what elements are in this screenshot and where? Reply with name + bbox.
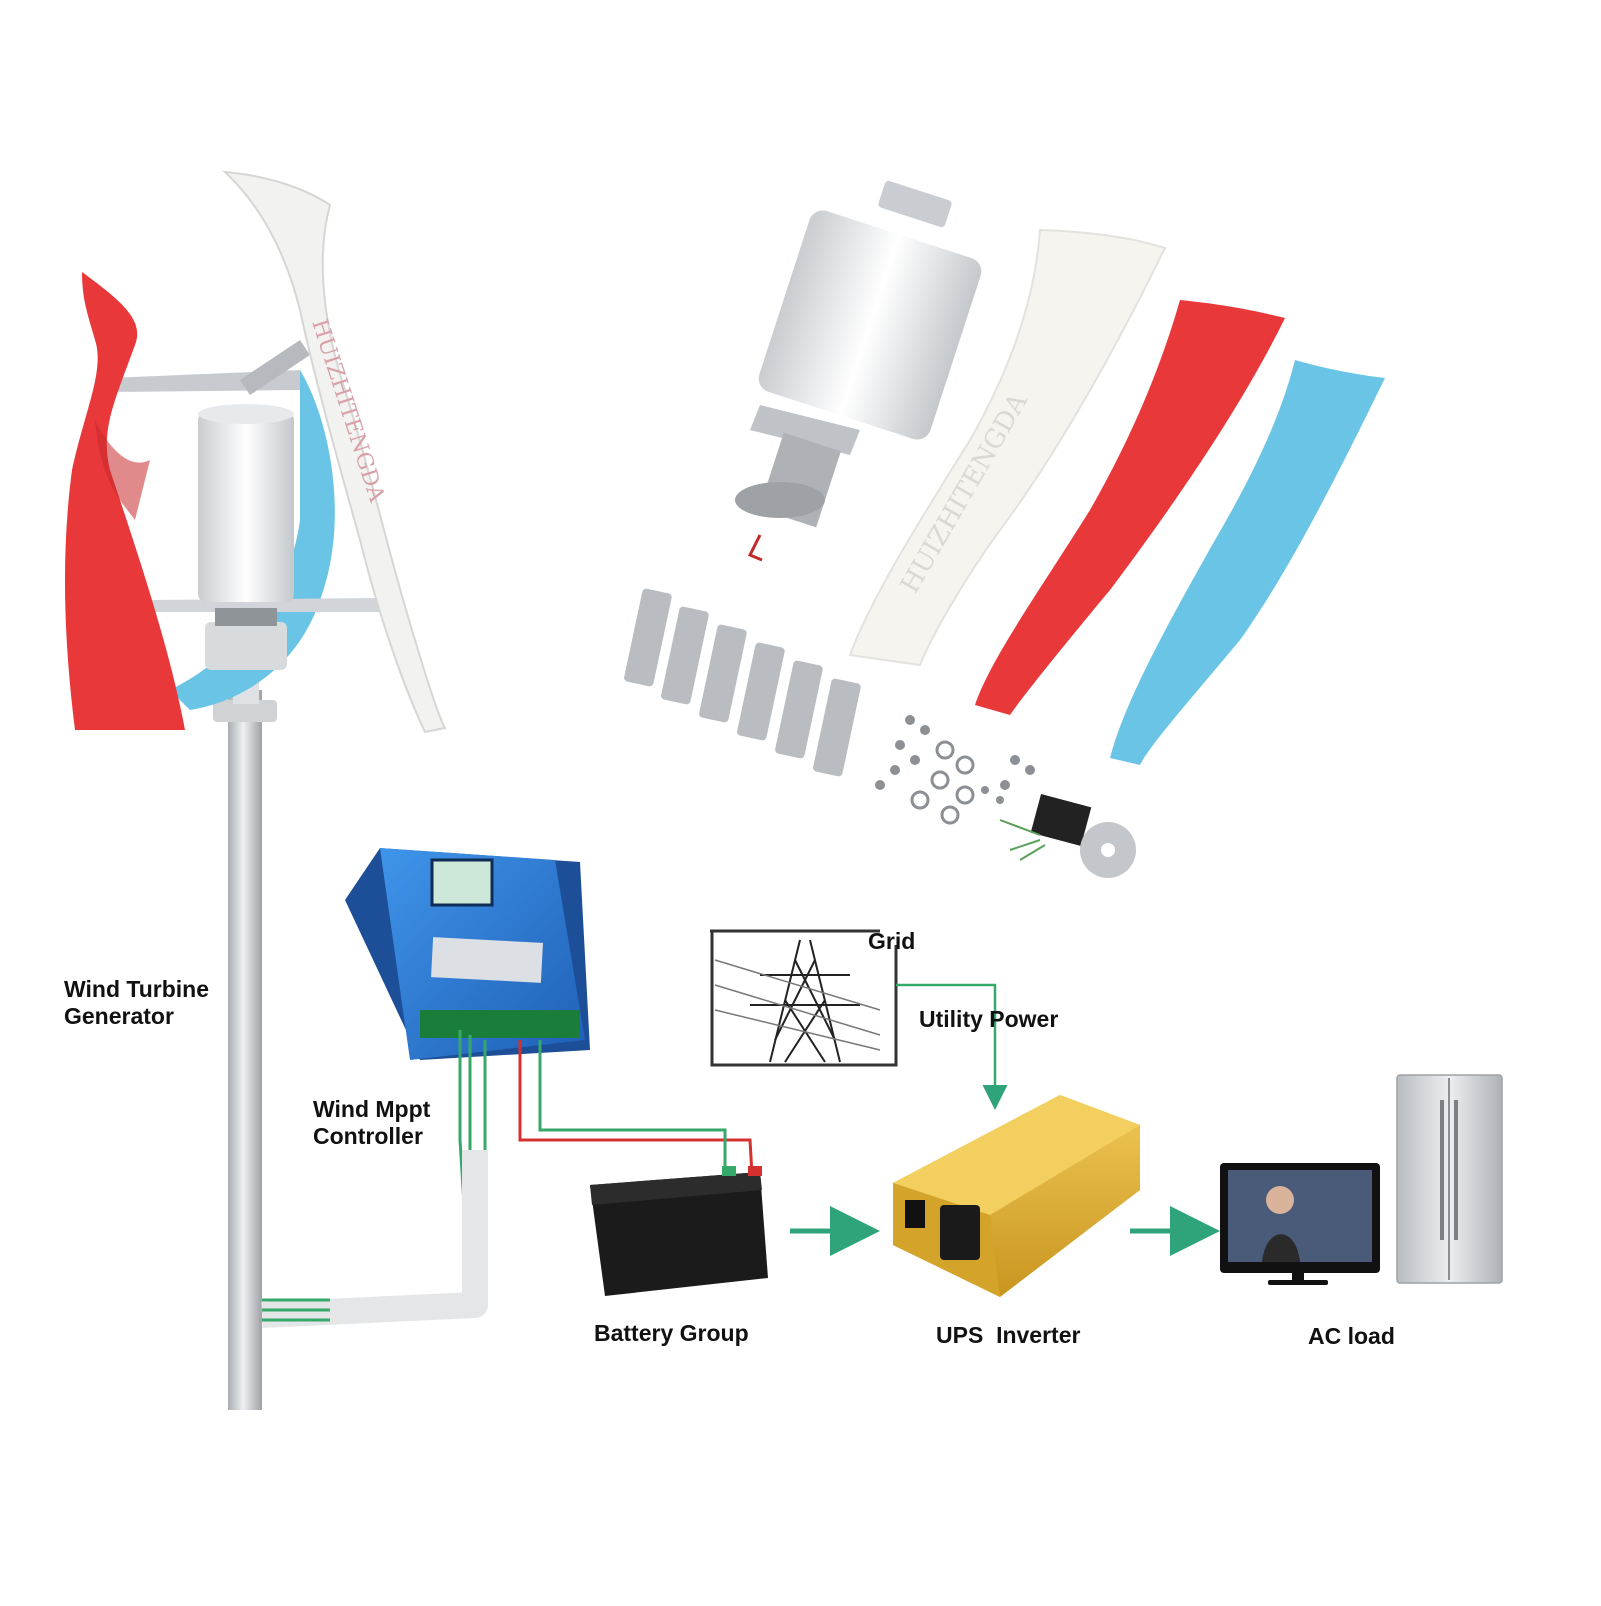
ups-inverter	[893, 1095, 1140, 1297]
controller-display	[430, 858, 494, 907]
turbine-blade-white	[222, 170, 447, 734]
grid-box	[710, 929, 1008, 1110]
kit-blade-red	[975, 300, 1285, 715]
power-tower-icon	[714, 939, 881, 1063]
label-utility-power: Utility Power	[919, 1006, 1059, 1032]
pole-flange	[213, 700, 277, 722]
kit-hardware	[875, 715, 1035, 825]
controller-wires	[261, 1030, 754, 1328]
turbine-pole	[228, 690, 262, 1410]
label-ups-inverter: UPS Inverter	[936, 1322, 1081, 1348]
label-mppt-controller: Wind Mppt Controller	[313, 1096, 430, 1150]
battery	[590, 1166, 768, 1296]
kit-blade-blue	[1110, 360, 1385, 765]
cable-conduit	[261, 1150, 488, 1328]
label-grid: Grid	[868, 928, 916, 954]
label-battery-group: Battery Group	[594, 1320, 749, 1346]
turbine-generator	[198, 412, 294, 602]
mppt-controller	[345, 848, 590, 1060]
label-wind-turbine-line1: Wind Turbine	[64, 976, 210, 1002]
kit-junction-box	[1030, 793, 1092, 847]
grid-connector	[896, 983, 1008, 1110]
label-wind-turbine: Wind Turbine Generator	[64, 976, 209, 1030]
label-mppt-controller-line1: Wind Mppt	[313, 1096, 431, 1122]
kit-generator	[758, 210, 982, 440]
kit-arm-brackets	[624, 588, 861, 777]
kit-blade-white	[848, 228, 1167, 667]
label-wind-turbine-line2: Generator	[64, 1003, 174, 1029]
label-mppt-controller-line2: Controller	[313, 1123, 423, 1149]
turbine-kit: HUIZHITENGDA	[624, 180, 1385, 878]
monitor-icon	[1220, 1163, 1380, 1285]
label-ac-load: AC load	[1308, 1323, 1395, 1349]
turbine-blade-red	[64, 272, 185, 730]
fridge-icon	[1396, 1074, 1503, 1284]
wind-turbine: HUIZHITENGDA	[64, 170, 447, 1410]
turbine-blade-blue	[170, 370, 335, 710]
ac-load	[1220, 1074, 1503, 1285]
